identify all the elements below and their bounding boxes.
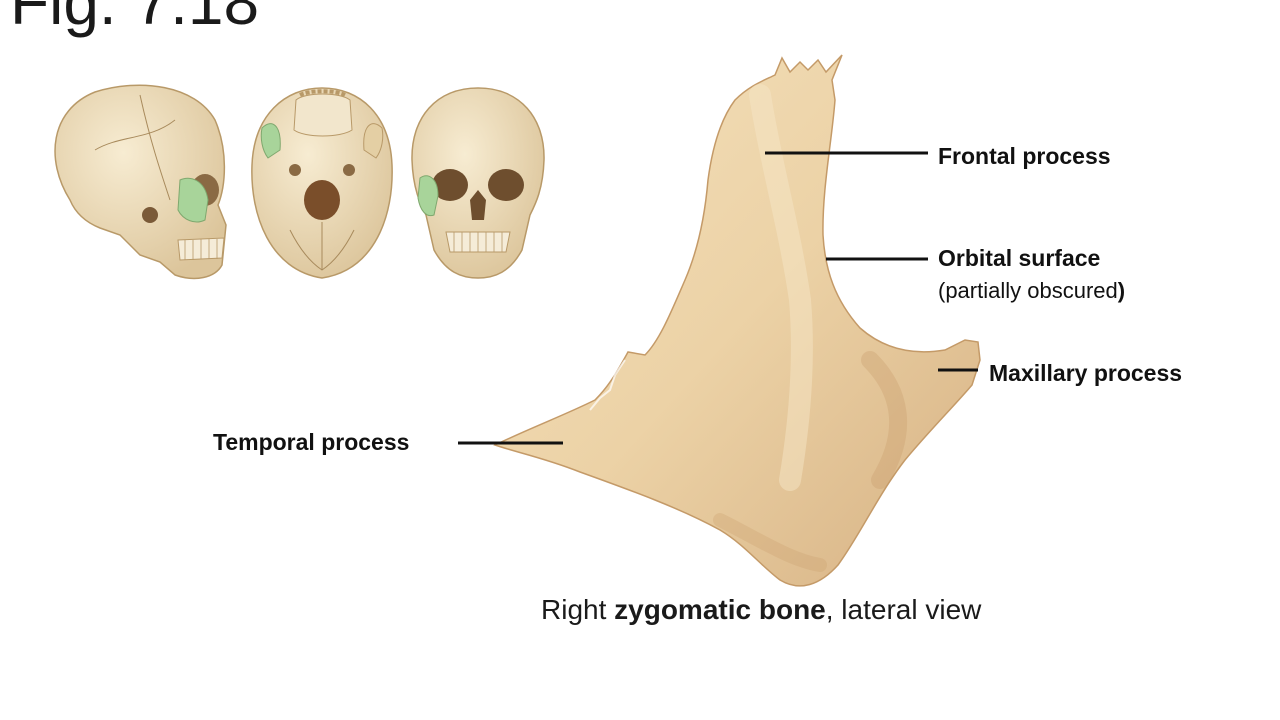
skull-inferior-icon (251, 87, 393, 279)
caption-part-2: zygomatic bone (614, 594, 826, 625)
caption-part-3: , lateral view (825, 594, 982, 625)
skull-lateral-icon (54, 84, 227, 280)
orbital-note-close: ) (1117, 278, 1126, 303)
label-maxillary-process: Maxillary process (989, 360, 1183, 386)
orbital-note-text: (partially obscured (938, 278, 1118, 303)
zygomatic-bone-illustration (493, 54, 981, 587)
label-orbital-surface: Orbital surface (938, 245, 1101, 271)
caption-part-1: Right (541, 594, 615, 625)
figure-title: Fig. 7.18 (10, 0, 260, 38)
skull-anterior-icon (411, 87, 545, 279)
figure-caption: Right zygomatic bone, lateral view (541, 594, 981, 626)
label-temporal-process: Temporal process (213, 429, 410, 455)
leader-lines (458, 151, 978, 445)
label-frontal-process: Frontal process (938, 143, 1111, 169)
label-orbital-note: (partially obscured) (938, 278, 1125, 304)
